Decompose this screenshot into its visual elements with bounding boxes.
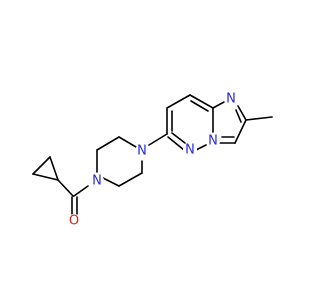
- atom-label: N: [137, 144, 147, 159]
- bond: [148, 133, 168, 146]
- bonds: [32, 94, 273, 215]
- bond: [235, 109, 242, 123]
- atom-n-ring-6-top: N: [224, 92, 238, 107]
- bond: [195, 144, 207, 151]
- bond: [167, 136, 185, 151]
- bond: [166, 94, 191, 109]
- bond: [189, 94, 214, 109]
- atom-o-carbonyl: O: [67, 214, 81, 229]
- structure-canvas: N N N N N O: [32, 92, 273, 229]
- bond: [237, 105, 247, 121]
- molecule-structure-diagram: N N N N N O: [32, 92, 273, 229]
- bond: [118, 172, 143, 187]
- atom-n-ring-6-bottom: N: [183, 143, 197, 158]
- atom-labels: N N N N N O: [67, 92, 238, 229]
- bond: [212, 101, 225, 109]
- bond: [96, 136, 120, 151]
- bond: [57, 179, 74, 197]
- atom-label: N: [208, 134, 218, 149]
- bond: [234, 119, 247, 144]
- atom-label: N: [226, 92, 236, 107]
- atom-n-piperazine-top: N: [135, 144, 149, 159]
- bond: [32, 156, 51, 175]
- bond: [73, 185, 89, 197]
- bond: [245, 116, 273, 121]
- bond: [102, 177, 120, 187]
- atom-n-piperazine-bottom: N: [90, 174, 104, 189]
- atom-label: O: [69, 214, 79, 229]
- bond: [190, 100, 209, 112]
- atom-label: N: [92, 174, 102, 189]
- bond: [49, 156, 59, 181]
- bond: [171, 132, 186, 144]
- atom-n-ring-fused: N: [206, 134, 220, 149]
- atom-label: N: [185, 143, 195, 158]
- bond: [32, 173, 59, 181]
- bond: [118, 136, 137, 148]
